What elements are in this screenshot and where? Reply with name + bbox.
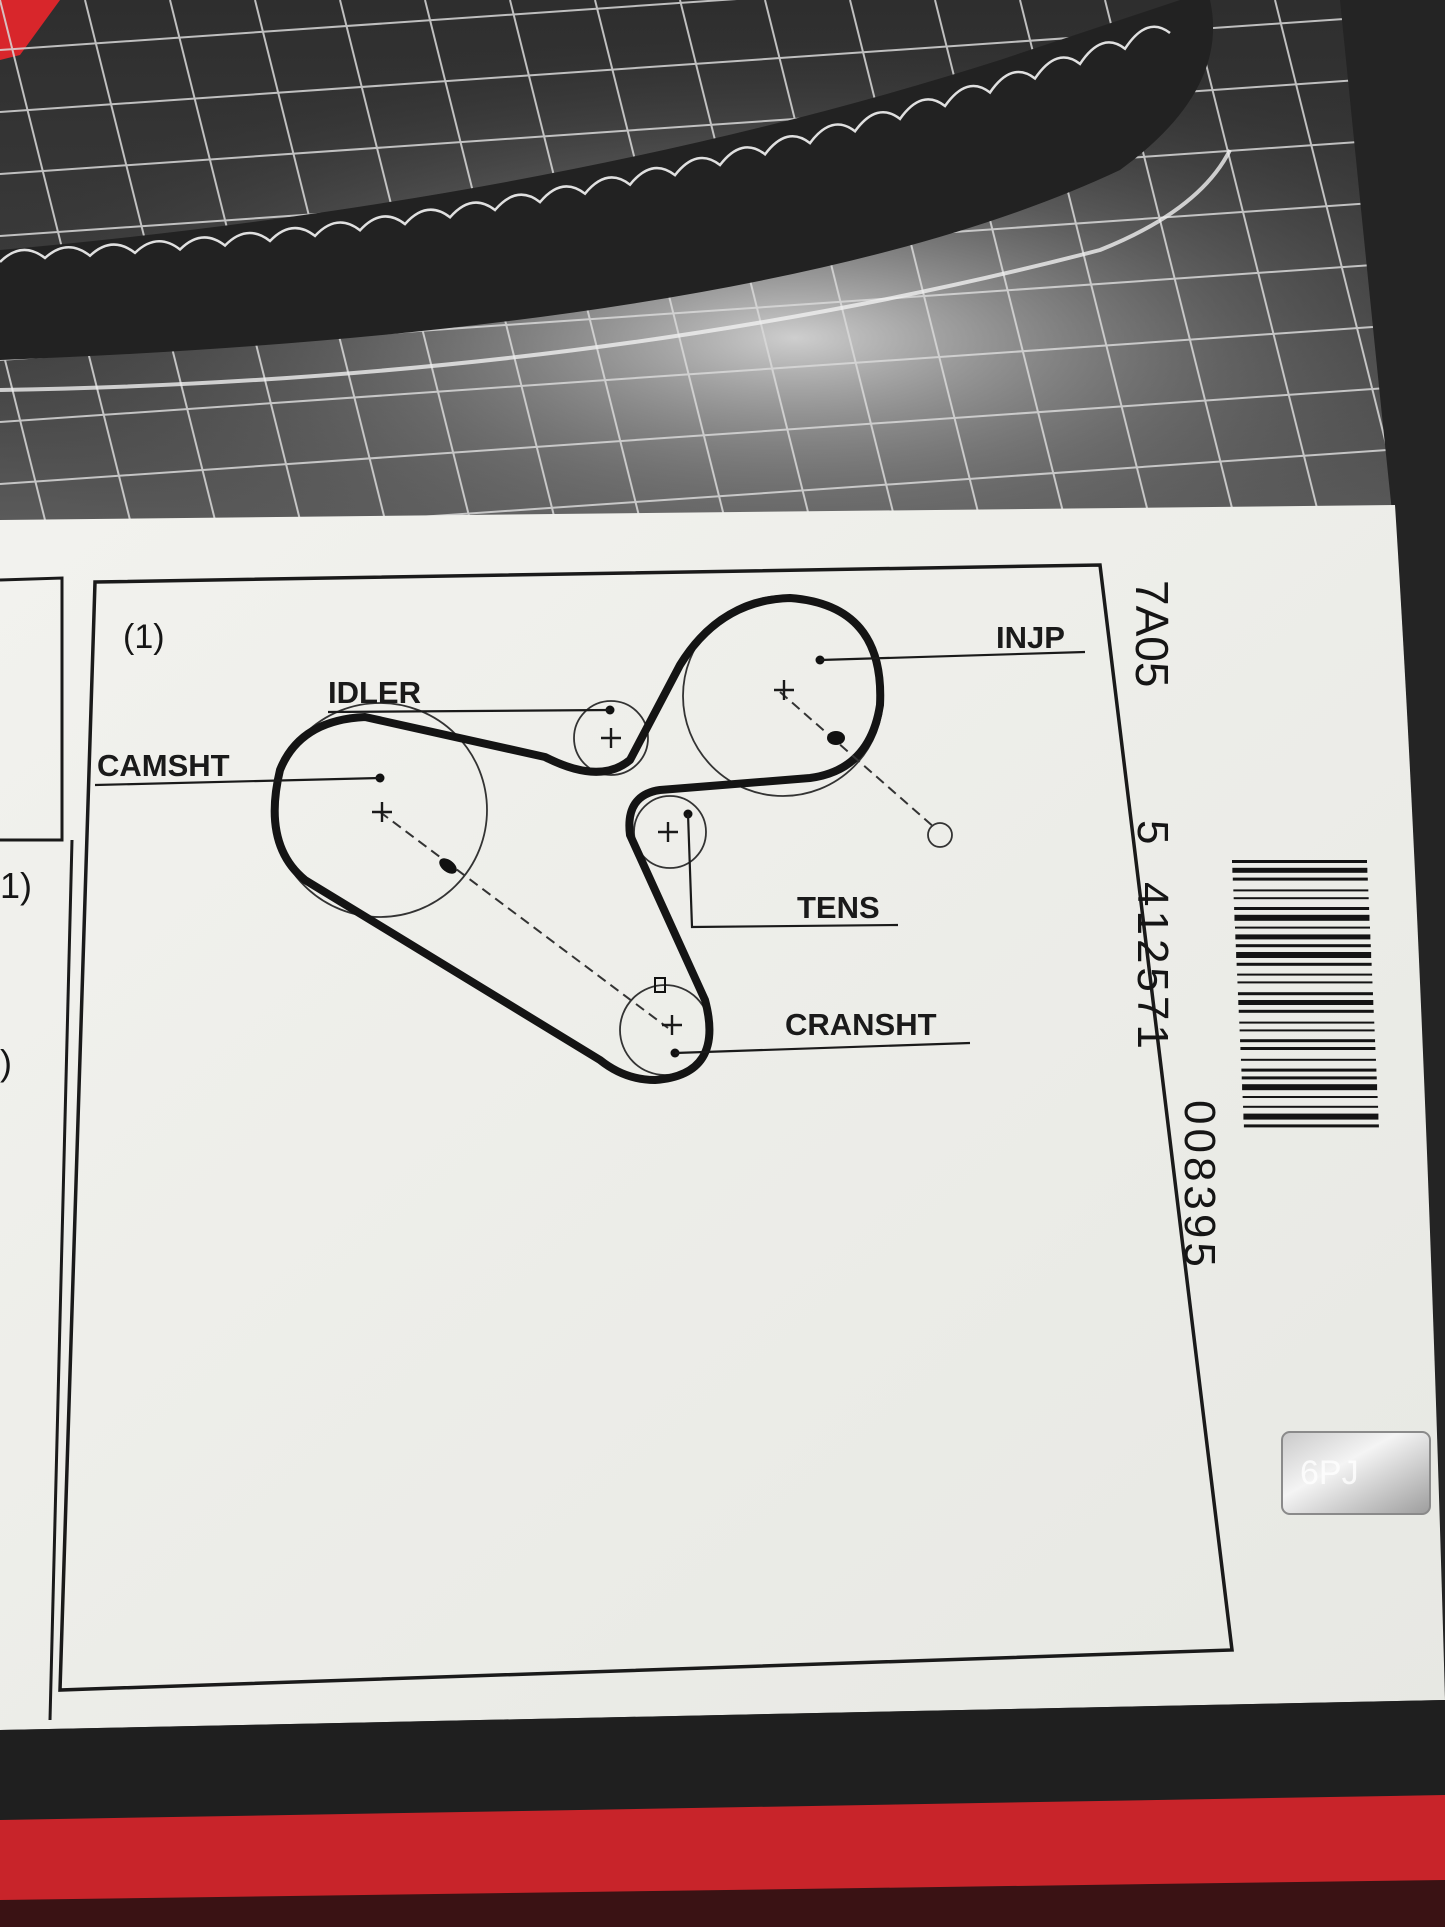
pulley-center-marks	[372, 680, 794, 1035]
barcode-digits-group-1: 412571	[1128, 882, 1177, 1053]
edge-fragment-1: 1)	[0, 865, 32, 906]
label-tensioner: TENS	[797, 890, 880, 925]
sticker-text: 6PJ	[1300, 1454, 1359, 1492]
edge-fragment-2: )	[0, 1042, 12, 1083]
label-crankshaft: CRANSHT	[785, 1007, 937, 1042]
idler-pulley	[573, 700, 649, 776]
barcode	[1232, 860, 1379, 1128]
red-brand-stripe	[0, 0, 60, 60]
tensioner-pulley	[633, 795, 707, 869]
cam-crank-timing-line	[379, 811, 669, 1029]
injp-timing-line	[779, 691, 936, 829]
label-paper	[0, 505, 1445, 1730]
belt-highlight	[0, 149, 1232, 392]
timing-mark-circle	[927, 822, 953, 848]
figure-number: (1)	[123, 618, 165, 656]
belt-routing-diagram: CAMSHT IDLER INJP TENS CRANSHT	[94, 594, 1086, 1084]
left-border-line	[48, 839, 74, 1721]
holographic-sticker: 6PJ	[1281, 1431, 1431, 1515]
label-camshaft: CAMSHT	[97, 748, 230, 783]
label-idler: IDLER	[328, 675, 421, 710]
timing-belt-illustration	[0, 0, 1214, 360]
label-sheet: 1) ) (1)	[0, 505, 1445, 1927]
label-injection-pump: INJP	[996, 620, 1065, 655]
timing-belt-path	[270, 594, 885, 1084]
belt-teeth-edge	[0, 25, 1171, 263]
diagram-frame	[58, 563, 1234, 1692]
barcode-digits-group-2: 008395	[1175, 1100, 1224, 1271]
timing-dots	[375, 655, 845, 1058]
barcode-first-digit: 5	[1128, 820, 1177, 844]
box-bottom-shadow	[0, 1880, 1445, 1927]
left-partial-box	[0, 576, 64, 842]
label-leader-lines	[94, 650, 1086, 1055]
product-code: 7A05	[1126, 580, 1178, 687]
